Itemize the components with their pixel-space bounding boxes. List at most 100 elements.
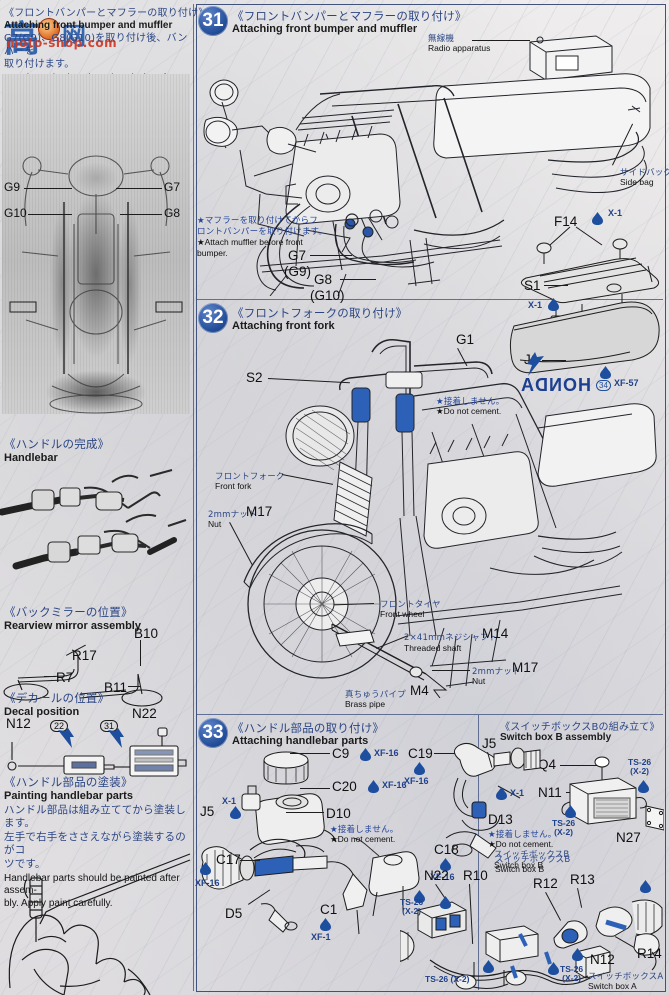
paint-drop-c19	[414, 762, 425, 775]
step32-shaft-artwork	[331, 623, 448, 698]
step32-label-m14: M14	[482, 626, 509, 641]
paint-sub-ts26-left: (X-2)	[402, 905, 422, 916]
leader-c20	[300, 788, 330, 789]
paint-drop-s1	[548, 298, 559, 311]
leader-g10	[28, 214, 72, 215]
leader-g9	[24, 188, 72, 189]
paint-drop-c17	[200, 862, 211, 875]
step-32-header-en: Attaching front fork	[232, 320, 335, 332]
step31-32-divider	[197, 299, 663, 300]
decal-number-31: 31	[100, 720, 119, 732]
paint-label-ts26-bottom-left: TS-26 (X-2)	[425, 975, 469, 984]
paint-drop-c18	[440, 858, 451, 871]
paint-label-ts26-upper: TS-26 (X-2)	[628, 758, 651, 776]
paint-drop-c9	[360, 748, 371, 761]
paint-name-ts26-lower: TS-26	[552, 818, 576, 828]
handlebar-header-en: Handlebar	[4, 452, 58, 464]
paint-label-ts26-lower: TS-26 (X-2)	[552, 819, 575, 837]
decal-section: 《デカールの位置》 Decal position	[4, 690, 190, 718]
step31-note-jp-2: ロントバンパーを取り付けます。	[197, 227, 328, 237]
paint-label-ts26-left: TS-26 (X-2)	[400, 898, 423, 916]
step33-d13-note-jp: ★接着しません。	[488, 830, 557, 840]
paint-drop-n22	[440, 896, 451, 909]
paint-name-ts26-bl: TS-26	[425, 974, 449, 984]
step33-label-n12: N12	[590, 952, 615, 967]
label-n12-decal: N12	[6, 716, 31, 731]
paint-drop-j1	[600, 366, 611, 379]
step33-label-c19: C19	[408, 746, 433, 761]
paint-label-c17: XF-16	[195, 878, 220, 888]
step32-label-g1: G1	[456, 332, 475, 347]
paint-drop-f14	[592, 212, 603, 225]
switchbox-b-header-en: Switch box B assembly	[500, 732, 612, 743]
handlebar-section: 《ハンドルの完成》 Handlebar	[4, 436, 190, 464]
left-intro-header-en: Attaching front bumper and muffler	[4, 20, 173, 31]
step31-label-g7: G7	[288, 248, 307, 263]
column-divider-left	[193, 4, 194, 991]
paint-drop-j5-x1	[230, 806, 241, 819]
callout-sidebag-jp: サイドバッグ	[620, 168, 669, 178]
honda-decal-arrow	[527, 352, 544, 376]
step33-label-r13: R13	[570, 872, 595, 887]
rearview-header-en: Rearview mirror assembly	[4, 620, 141, 632]
step33-paint-x1-right: X-1	[510, 788, 525, 798]
callout-brasspipe-jp: 真ちゅうパイプ	[345, 690, 406, 700]
switchbox-label-n11: N11	[538, 785, 562, 800]
step-31-number: 31	[198, 6, 228, 36]
switchbox-a-caption-jp: スイッチボックスA	[588, 972, 664, 982]
step33-right-lever-artwork	[445, 742, 541, 859]
leader-c9	[290, 753, 330, 754]
paint-drop-c1	[320, 918, 331, 931]
switchbox-b-inline-jp: スイッチボックスB	[495, 855, 571, 865]
step-33-number: 33	[198, 718, 228, 748]
paint-drop-c20	[368, 780, 379, 793]
decal-marker-22: 22	[50, 716, 69, 734]
painting-jp-3: ツです。	[4, 857, 46, 870]
step33-label-r10: R10	[463, 868, 488, 883]
front-view-photo	[2, 74, 190, 414]
photo-label-g10: G10	[4, 206, 27, 220]
leader-g8	[120, 214, 162, 215]
step31-note-en-2: bumper.	[197, 248, 228, 258]
paint-label-c9: XF-16	[374, 748, 399, 758]
decal-arrow-22	[58, 728, 74, 748]
photo-label-g7: G7	[164, 180, 181, 194]
step33-label-r12: R12	[533, 876, 558, 891]
painting-header-jp: 《ハンドル部品の塗装》	[4, 775, 133, 789]
leader-b10	[140, 640, 141, 666]
switchbox-b-inline-en: Switch box B	[495, 864, 545, 874]
rearview-header-jp: 《バックミラーの位置》	[4, 605, 133, 619]
decal-arrow-31	[108, 728, 124, 748]
switchbox-label-q4: Q4	[538, 757, 557, 772]
step33-label-d13: D13	[488, 812, 513, 827]
paint-sub-ts26-upper: (X-2)	[630, 765, 650, 776]
paint-label-ts26-bottom: TS-26 (X-2)	[560, 965, 583, 983]
decal-artwork	[7, 727, 187, 777]
leader-g8-step31	[340, 279, 376, 280]
painting-en-2: bly. Apply paint carefully.	[4, 897, 113, 909]
step33-label-r14: R14	[637, 946, 662, 961]
paint-sub-ts26-bottom: (X-2)	[562, 972, 582, 983]
step-32-number: 32	[198, 303, 228, 333]
paint-sub-ts26-bl: (X-2)	[450, 974, 470, 984]
leader-d10	[286, 812, 324, 813]
step32-label-m17-lower: M17	[512, 660, 539, 675]
step31-paint-f14: X-1	[608, 208, 623, 218]
callout-shaft-en: Threaded shaft	[404, 643, 462, 653]
callout-radio-en: Radio apparatus	[428, 43, 491, 53]
paint-label-c18: XF-16	[430, 872, 455, 882]
handlebar-header-jp: 《ハンドルの完成》	[4, 437, 110, 451]
switchbox-b-caption-en: Switch box B	[494, 860, 544, 870]
painting-hand-artwork	[8, 853, 191, 995]
front-view-photo-lines	[9, 155, 183, 414]
step31-label-g8: G8	[314, 272, 333, 287]
left-intro-header-jp: 《フロントバンパーとマフラーの取り付け》	[4, 8, 209, 19]
step33-d10-note-en: ★Do not cement.	[330, 834, 396, 844]
step31-note-jp-1: ★マフラーを取り付けてからフ	[197, 216, 318, 226]
step-32-header-jp: 《フロントフォークの取り付け》	[232, 306, 408, 320]
step33-label-c18: C18	[434, 842, 459, 857]
paint-drop-ts26-bottom	[483, 960, 494, 973]
step-31-header-en: Attaching front bumper and muffler	[232, 23, 418, 35]
leader-c17	[240, 860, 260, 861]
